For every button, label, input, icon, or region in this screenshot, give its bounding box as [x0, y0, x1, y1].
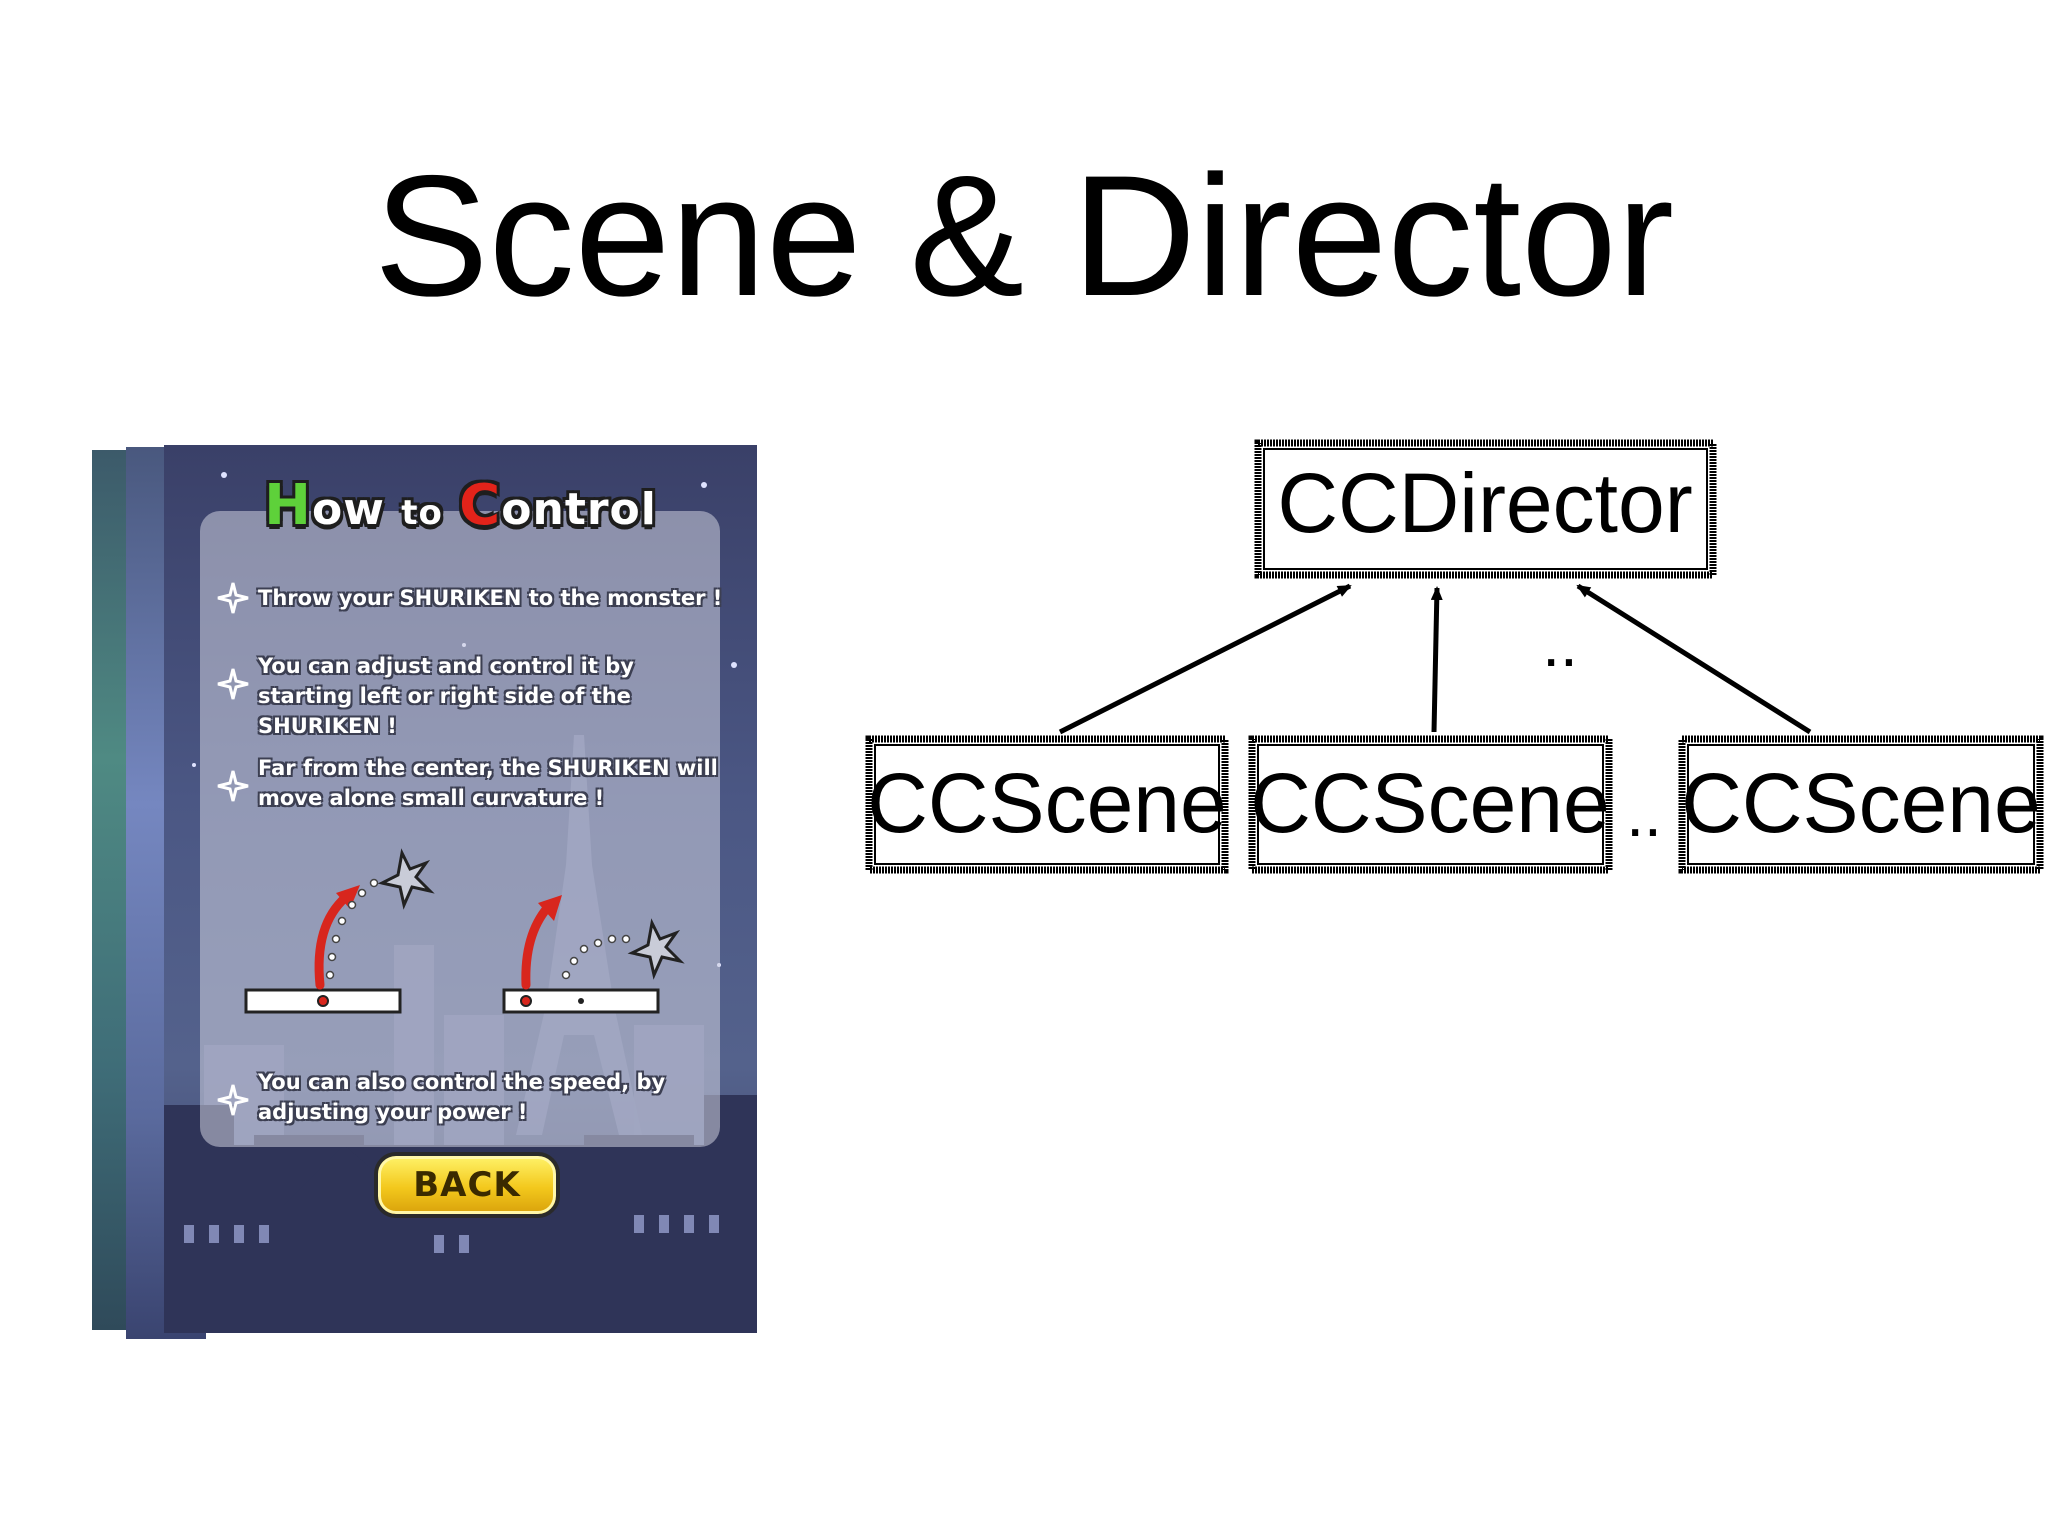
curve-arrow-right: [521, 902, 553, 990]
instruction-text-4: You can also control the speed, by adjus…: [258, 1070, 666, 1124]
scene-box-2: [1248, 735, 1613, 874]
arrow-scene-2-to-director: [1430, 586, 1443, 733]
trajectory-dots-right: [561, 934, 631, 980]
game-screen-title: How to Control: [164, 473, 757, 538]
scene-label-1: CCScene: [867, 756, 1227, 850]
scene-label-3: CCScene: [1681, 756, 2041, 850]
shuriken-bullet-icon: [217, 582, 249, 614]
instruction-text-2: You can adjust and control it by startin…: [258, 654, 634, 738]
shuriken-bullet-icon: [217, 1084, 249, 1116]
director-label: CCDirector: [1277, 456, 1692, 550]
game-title-part-ow: ow: [311, 484, 385, 535]
shuriken-bullet-icon: [217, 770, 249, 802]
curve-arrowhead-right: [538, 895, 562, 921]
shuriken-bullet-icon: [217, 668, 249, 700]
building-windows: [184, 1215, 719, 1253]
scene-screenshot-front: How to Control Throw your SHURIKEN to th…: [164, 445, 757, 1333]
scene-box-3-inner: [1687, 744, 2035, 865]
scene-screenshot-stack: How to Control Throw your SHURIKEN to th…: [92, 445, 757, 1340]
curve-arrowhead-left: [336, 885, 360, 909]
touch-point-right: [520, 995, 532, 1007]
instruction-panel: [200, 511, 720, 1147]
scene-box-1-inner: [874, 744, 1220, 865]
slide-title: Scene & Director: [373, 140, 1675, 332]
instruction-text-3: Far from the center, the SHURIKEN will m…: [258, 756, 718, 810]
game-title-part-ontrol: ontrol: [501, 484, 657, 535]
game-title-letter-c: C: [459, 473, 502, 538]
game-title-letter-h: H: [264, 473, 312, 538]
shuriken-icon: [627, 918, 685, 980]
scene-box-1: [865, 735, 1229, 874]
stars-decoration: [192, 472, 737, 967]
scene-label-2: CCScene: [1250, 756, 1610, 850]
shuriken-icon: [377, 848, 435, 910]
trajectory-dots-left: [325, 878, 379, 980]
ellipsis-upper: ..: [1542, 608, 1578, 680]
director-box-inner: [1263, 448, 1708, 570]
arrow-scene-3-to-director: [1576, 583, 1812, 735]
director-box: [1254, 439, 1717, 579]
arrow-scene-1-to-director: [1058, 583, 1352, 735]
game-title-part-to: to: [401, 493, 443, 533]
pad-center-right: [578, 998, 584, 1004]
curve-arrow-left: [314, 892, 351, 990]
ellipsis-lower: ..: [1626, 778, 1662, 850]
touch-point-left: [317, 995, 329, 1007]
scene-box-3: [1678, 735, 2044, 874]
scene-box-2-inner: [1257, 744, 1604, 865]
back-button[interactable]: BACK: [374, 1152, 560, 1218]
instruction-text-1: Throw your SHURIKEN to the monster !: [258, 586, 723, 610]
control-illustration: [244, 848, 685, 1014]
